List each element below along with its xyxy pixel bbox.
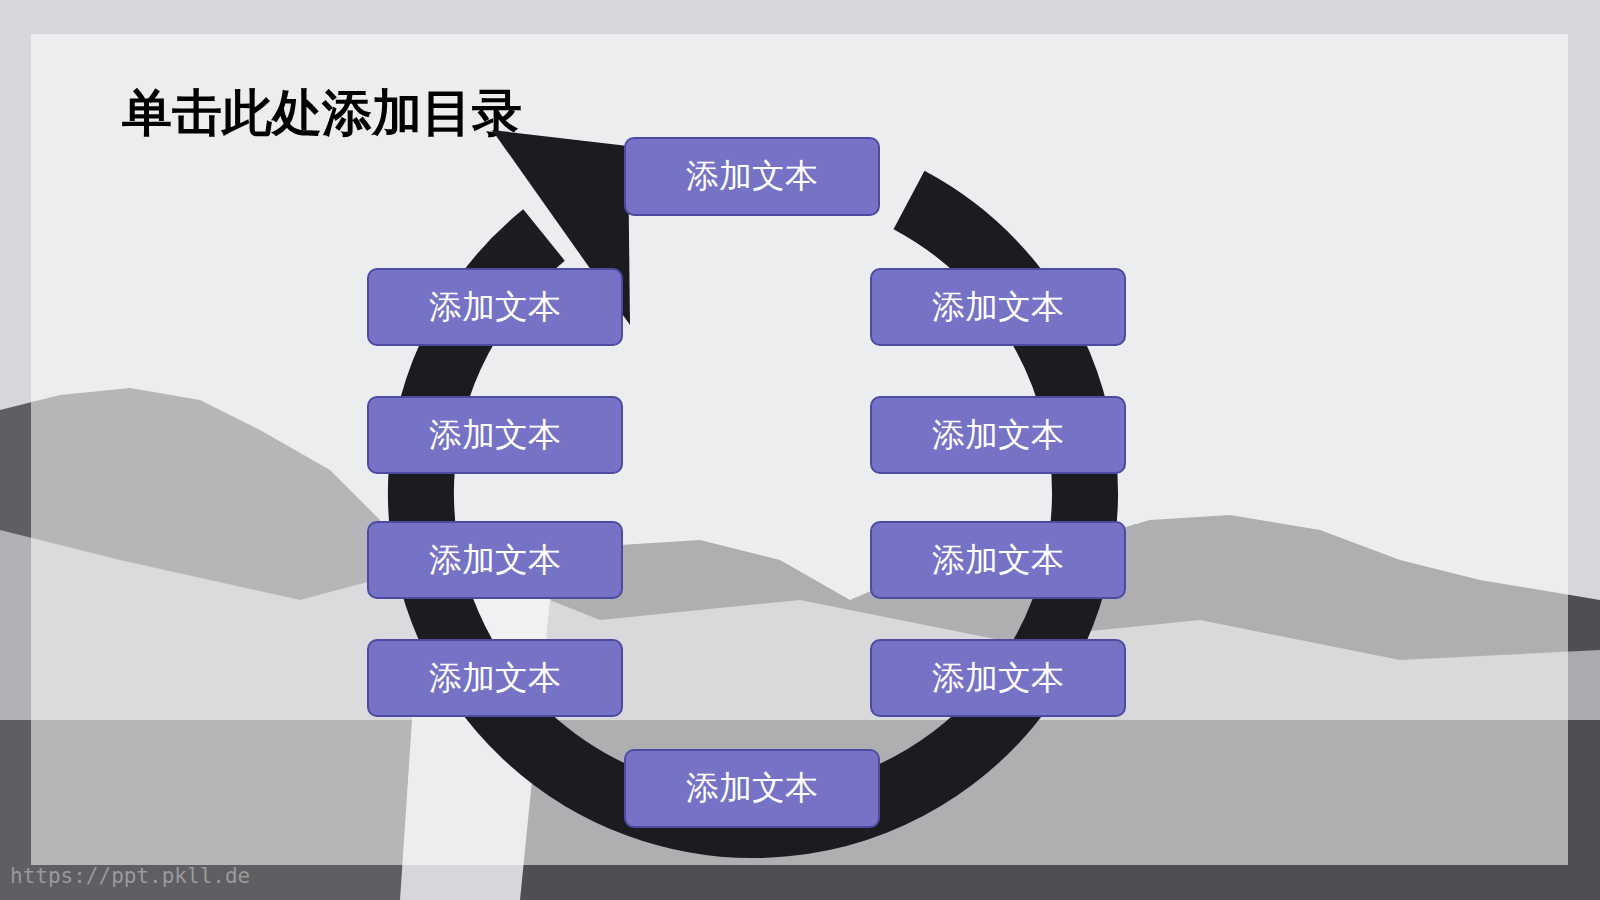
box-text: 添加文本 (686, 154, 818, 199)
white-panel (31, 34, 1568, 865)
process-box: 添加文本 (870, 268, 1126, 346)
box-text: 添加文本 (686, 766, 818, 811)
process-box: 添加文本 (624, 137, 880, 216)
process-box: 添加文本 (367, 521, 623, 599)
box-text: 添加文本 (429, 413, 561, 458)
box-text: 添加文本 (932, 413, 1064, 458)
process-box: 添加文本 (870, 639, 1126, 717)
box-text: 添加文本 (932, 538, 1064, 583)
box-text: 添加文本 (932, 656, 1064, 701)
process-box: 添加文本 (870, 396, 1126, 474)
process-box: 添加文本 (367, 268, 623, 346)
process-box: 添加文本 (870, 521, 1126, 599)
box-text: 添加文本 (429, 538, 561, 583)
process-box: 添加文本 (624, 749, 880, 828)
box-text: 添加文本 (429, 285, 561, 330)
watermark: https://ppt.pkll.de (10, 864, 250, 888)
box-text: 添加文本 (932, 285, 1064, 330)
ring-arc (421, 200, 1085, 825)
slide-title: 单击此处添加目录 (122, 80, 522, 147)
box-text: 添加文本 (429, 656, 561, 701)
process-box: 添加文本 (367, 639, 623, 717)
process-box: 添加文本 (367, 396, 623, 474)
